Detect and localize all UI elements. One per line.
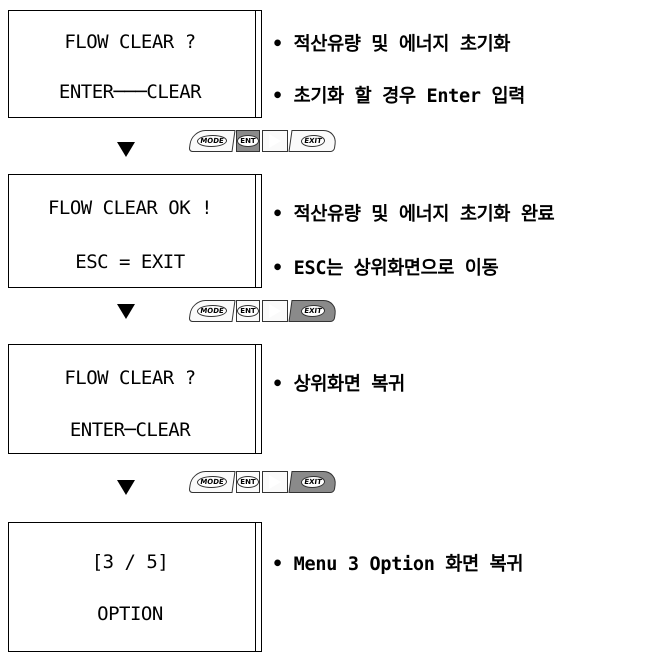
lcd-screen-flow-clear-ok: FLOW CLEAR OK ! ESC = EXIT: [8, 174, 262, 288]
play-icon: [267, 132, 282, 150]
mode-key[interactable]: MODE: [188, 471, 236, 493]
lcd-screen-flow-clear: FLOW CLEAR ? ENTER───CLEAR: [8, 10, 262, 118]
note-esc-exit: • ESC는 상위화면으로 이동: [272, 258, 499, 279]
exit-key[interactable]: EXIT: [288, 471, 338, 493]
lcd-line-2: ENTER─CLEAR: [69, 419, 191, 441]
note-reset-totals: • 적산유량 및 에너지 초기화: [272, 34, 511, 55]
ent-key[interactable]: ENT: [236, 130, 260, 152]
down-arrow-icon: [117, 480, 135, 495]
exit-key[interactable]: EXIT: [288, 300, 338, 322]
lcd-line-1: FLOW CLEAR ?: [64, 31, 196, 53]
lcd-screen-option-menu: [3 / 5] OPTION: [8, 522, 262, 652]
lcd-line-2: OPTION: [97, 603, 163, 625]
note-press-enter: • 초기화 할 경우 Enter 입력: [272, 86, 525, 107]
next-key[interactable]: [262, 130, 288, 152]
down-arrow-icon: [117, 304, 135, 319]
mode-key[interactable]: MODE: [188, 130, 236, 152]
lcd-line-1: FLOW CLEAR ?: [64, 367, 196, 389]
keypad: MODE ENT EXIT: [188, 298, 338, 324]
lcd-line-1: [3 / 5]: [91, 551, 169, 573]
play-icon: [267, 473, 282, 491]
note-return-upper: • 상위화면 복귀: [272, 374, 405, 395]
next-key[interactable]: [262, 471, 288, 493]
note-reset-complete: • 적산유량 및 에너지 초기화 완료: [272, 204, 555, 225]
keypad: MODE ENT EXIT: [188, 469, 338, 495]
lcd-line-2: ENTER───CLEAR: [58, 81, 202, 103]
ent-key[interactable]: ENT: [236, 471, 260, 493]
mode-key[interactable]: MODE: [188, 300, 236, 322]
play-icon: [267, 302, 282, 320]
lcd-line-2: ESC = EXIT: [75, 251, 185, 273]
ent-key[interactable]: ENT: [236, 300, 260, 322]
lcd-screen-flow-clear-return: FLOW CLEAR ? ENTER─CLEAR: [8, 344, 262, 454]
lcd-line-1: FLOW CLEAR OK !: [47, 197, 213, 219]
exit-key[interactable]: EXIT: [288, 130, 338, 152]
next-key[interactable]: [262, 300, 288, 322]
down-arrow-icon: [117, 142, 135, 157]
note-menu3-return: • Menu 3 Option 화면 복귀: [272, 554, 524, 575]
keypad: MODE ENT EXIT: [188, 128, 338, 154]
